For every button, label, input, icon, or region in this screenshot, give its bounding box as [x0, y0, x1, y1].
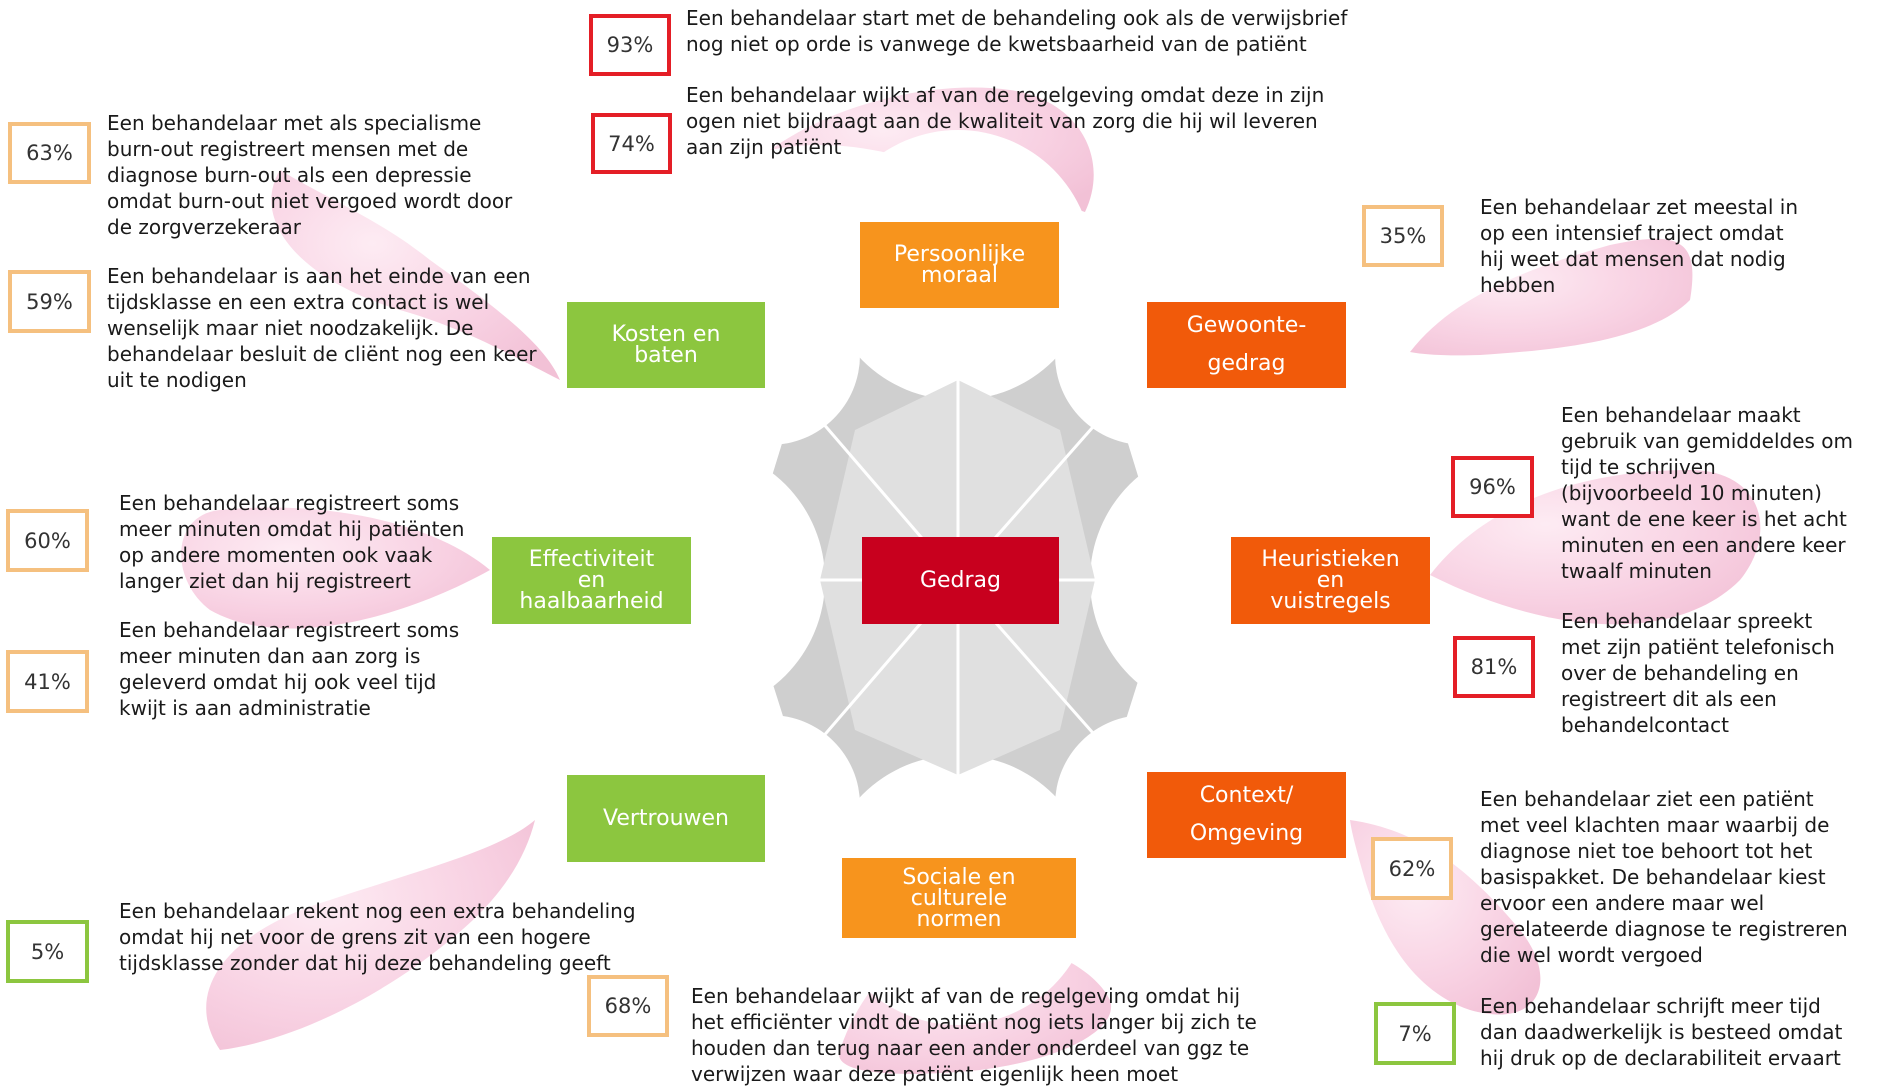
statement-text: Een behandelaar registreert soms meer mi…	[119, 491, 465, 593]
percent-badge: 5%	[6, 920, 89, 983]
factor-effectiviteit: Effectiviteit en haalbaarheid	[492, 537, 691, 624]
petal-upper-left	[271, 170, 560, 380]
factor-context: Context/ Omgeving	[1147, 772, 1346, 858]
statement-text: Een behandelaar wijkt af van de regelgev…	[686, 83, 1325, 159]
statement-text: Een behandelaar is aan het einde van een…	[107, 264, 537, 392]
factor-vertrouwen: Vertrouwen	[567, 775, 765, 862]
percent-badge: 96%	[1451, 456, 1534, 518]
percent-badge: 60%	[6, 509, 89, 572]
factor-gewoontegedrag: Gewoonte- gedrag	[1147, 302, 1346, 388]
statement-text: Een behandelaar start met de behandeling…	[686, 6, 1348, 56]
statement-text: Een behandelaar met als specialisme burn…	[107, 111, 513, 239]
percent-badge: 7%	[1374, 1002, 1456, 1065]
statement-text: Een behandelaar maakt gebruik van gemidd…	[1561, 403, 1854, 583]
statement-text: Een behandelaar zet meestal in op een in…	[1480, 195, 1798, 297]
factor-kosten-baten: Kosten en baten	[567, 302, 765, 388]
statement-text: Een behandelaar ziet een patiënt met vee…	[1480, 787, 1848, 967]
percent-badge: 63%	[8, 122, 91, 184]
statement-text: Een behandelaar registreert soms meer mi…	[119, 618, 460, 720]
web-scallop	[1090, 445, 1360, 715]
statement-text: Een behandelaar wijkt af van de regelgev…	[691, 984, 1257, 1086]
percent-badge: 68%	[587, 975, 669, 1037]
petal-lower-left	[206, 820, 535, 1050]
statement-text: Een behandelaar spreekt met zijn patiënt…	[1561, 609, 1835, 737]
percent-badge: 62%	[1371, 837, 1453, 900]
percent-badge: 41%	[6, 650, 89, 713]
percent-badge: 81%	[1453, 636, 1535, 698]
petal-upper-right	[1410, 238, 1693, 356]
percent-badge: 93%	[589, 14, 671, 76]
statement-text: Een behandelaar schrijft meer tijd dan d…	[1480, 994, 1843, 1070]
factor-sociale-normen: Sociale en culturele normen	[842, 858, 1076, 938]
factor-persoonlijke-moraal: Persoonlijke moraal	[860, 222, 1059, 308]
center-box: Gedrag	[862, 537, 1059, 624]
petal-left-middle	[181, 507, 490, 629]
percent-badge: 35%	[1362, 205, 1444, 267]
statement-text: Een behandelaar rekent nog een extra beh…	[119, 899, 636, 975]
factor-heuristieken: Heuristieken en vuistregels	[1231, 537, 1430, 624]
percent-badge: 59%	[8, 270, 91, 333]
percent-badge: 74%	[591, 113, 672, 174]
